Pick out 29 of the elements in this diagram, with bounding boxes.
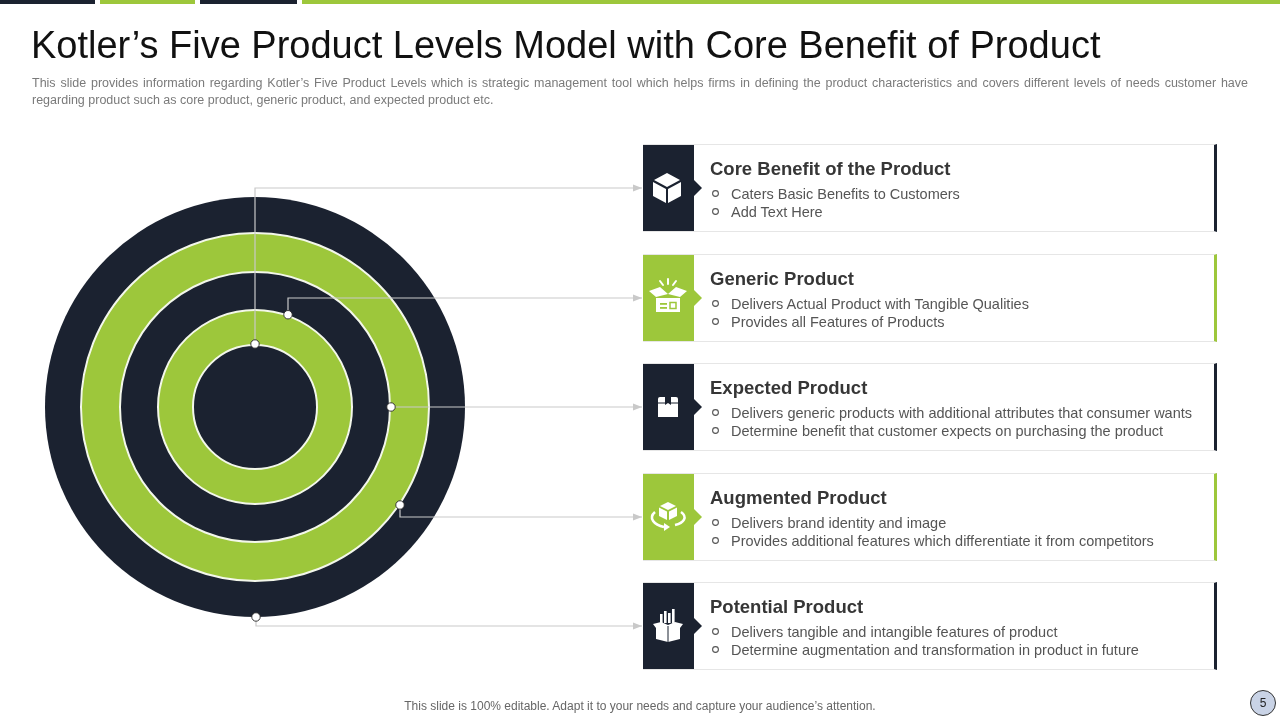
description-text: This slide provides information regarding Kotler’s Five Product Levels which is strategic management tool which helps firms in defining the product characteristics and covers different levels of needs customer have regarding product such as core product, generic product, and expected product etc.: [32, 75, 1248, 108]
bullet-text: Delivers Actual Product with Tangible Qualities: [731, 295, 1029, 312]
bullet-text: Add Text Here: [731, 203, 823, 220]
bullet-text: Determine benefit that customer expects on purchasing the product: [731, 422, 1164, 439]
card-heading: Expected Product: [710, 377, 868, 399]
level-card: [643, 254, 1217, 342]
card-heading: Potential Product: [710, 596, 864, 618]
leader-arrow: [386, 402, 643, 412]
bullet-text: Provides all Features of Products: [731, 313, 945, 330]
leader-arrow: [251, 612, 643, 630]
leader-arrow: [283, 294, 643, 320]
page-number: 5: [1250, 690, 1276, 716]
leader-arrow: [395, 500, 643, 521]
leader-arrow: [250, 184, 643, 349]
level-card: [643, 144, 1217, 232]
bullet-text: Delivers tangible and intangible features of product: [731, 623, 1058, 640]
level-card: [643, 582, 1217, 670]
card-heading: Core Benefit of the Product: [710, 158, 951, 180]
footer-note: This slide is 100% editable. Adapt it to your needs and capture your audience’s attention.: [403, 698, 877, 714]
card-heading: Generic Product: [710, 268, 854, 290]
slide-title: Kotler’s Five Product Levels Model with Core Benefit of Product: [31, 24, 1101, 67]
bullet-text: Provides additional features which differentiate it from competitors: [731, 532, 1154, 549]
bullet-text: Delivers brand identity and image: [731, 514, 947, 531]
bullet-text: Delivers generic products with additional attributes that consumer wants: [731, 404, 1192, 421]
level-card: [643, 363, 1217, 451]
level-card: [643, 473, 1217, 561]
bullet-text: Determine augmentation and transformation in product in future: [731, 641, 1139, 658]
bullet-text: Caters Basic Benefits to Customers: [731, 185, 960, 202]
card-heading: Augmented Product: [710, 487, 887, 509]
